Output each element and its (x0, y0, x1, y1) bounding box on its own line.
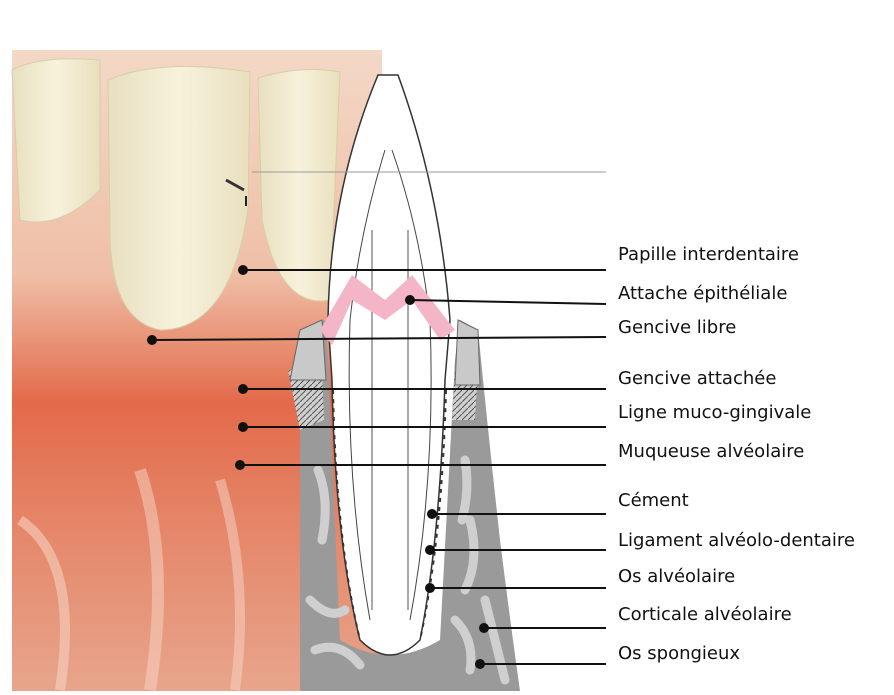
label-os-spongieux: Os spongieux (618, 643, 740, 665)
label-os-alveolaire: Os alvéolaire (618, 566, 735, 588)
label-corticale-alveolaire: Corticale alvéolaire (618, 604, 792, 626)
label-papille-interdentaire: Papille interdentaire (618, 244, 799, 266)
label-ligne-muco-gingivale: Ligne muco-gingivale (618, 402, 811, 424)
label-ligament-alveolo-dentaire: Ligament alvéolo-dentaire (618, 530, 855, 552)
label-attache-epitheliale: Attache épithéliale (618, 283, 787, 305)
label-muqueuse-alveolaire: Muqueuse alvéolaire (618, 441, 804, 463)
label-gencive-attachee: Gencive attachée (618, 368, 776, 390)
label-gencive-libre: Gencive libre (618, 317, 736, 339)
label-cement: Cément (618, 490, 689, 512)
